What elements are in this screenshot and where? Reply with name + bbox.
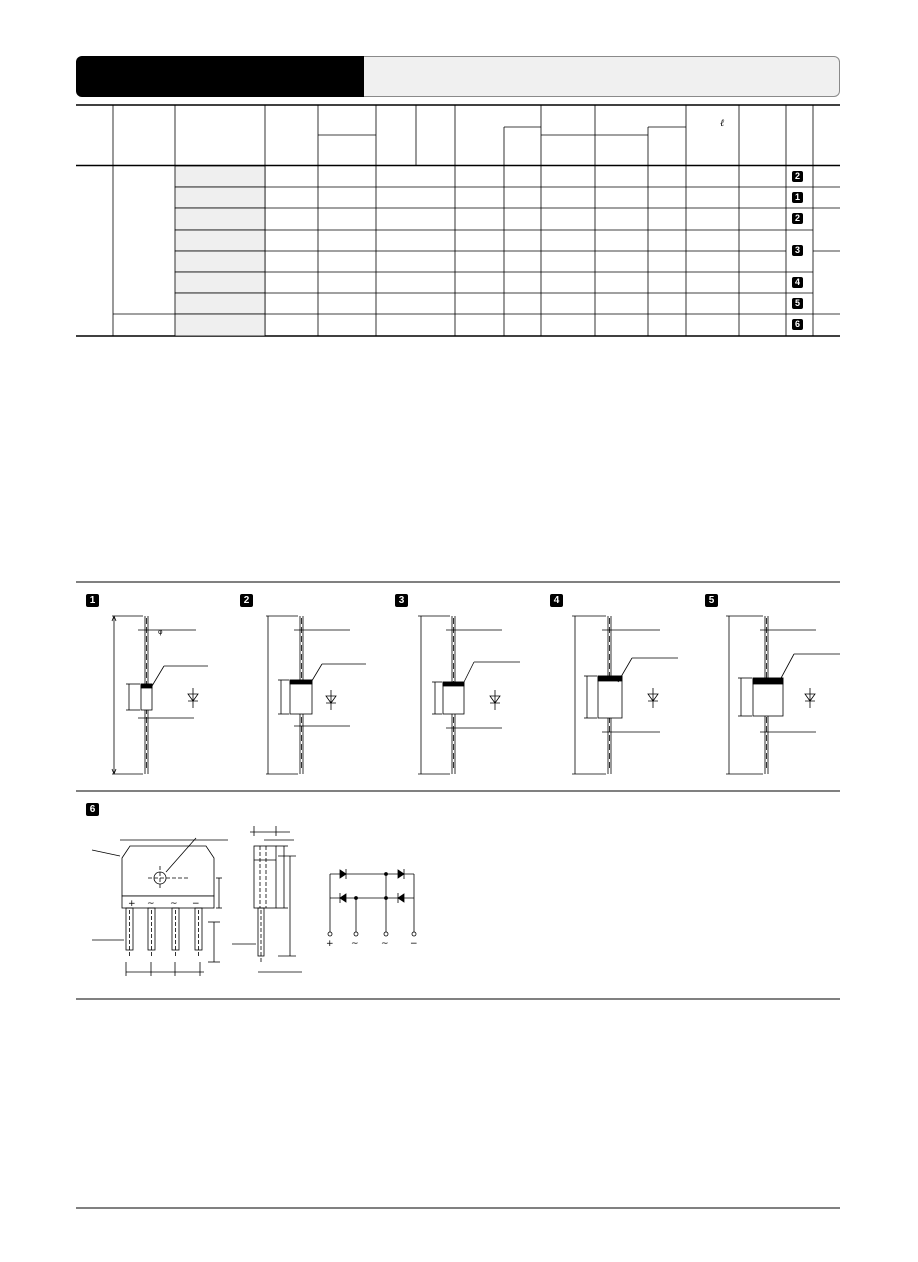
- row-badge: 2: [792, 213, 803, 224]
- diode-outline-4: [572, 615, 678, 775]
- diode-outline-5: [726, 615, 840, 775]
- diode-outline-2: [266, 615, 366, 775]
- pin-ac2: ~: [170, 899, 178, 909]
- figure-label: 4: [550, 594, 563, 607]
- pin-plus: +: [128, 899, 136, 909]
- figure-label: 2: [240, 594, 253, 607]
- figure-label: 1: [86, 594, 99, 607]
- pin-ac1: ~: [147, 899, 155, 909]
- row-badge: 4: [792, 277, 803, 288]
- row-badge: 3: [792, 245, 803, 256]
- row-badge: 1: [792, 192, 803, 203]
- figure-label: 6: [86, 803, 99, 816]
- ell-symbol: ℓ: [720, 118, 725, 129]
- terminal-ac2: ~: [381, 939, 389, 948]
- diode-outline-1: φ: [111, 615, 208, 775]
- spec-table: [76, 104, 840, 337]
- row-badge: 6: [792, 319, 803, 330]
- row-badge: 2: [792, 171, 803, 182]
- header-title-bar: [76, 56, 364, 97]
- phi-symbol: φ: [158, 628, 163, 636]
- bridge-side-view: [232, 826, 302, 973]
- row-badge: 5: [792, 298, 803, 309]
- terminal-ac1: ~: [351, 939, 359, 948]
- header-subtitle-bar: [364, 56, 840, 97]
- bridge-circuit-diagram: + ~ ~ −: [326, 869, 418, 948]
- terminal-plus: +: [326, 939, 334, 948]
- figure-label: 3: [395, 594, 408, 607]
- diode-outline-3: [418, 615, 520, 775]
- pin-minus: −: [192, 899, 200, 909]
- figure-label: 5: [705, 594, 718, 607]
- terminal-minus: −: [410, 939, 418, 948]
- bridge-front-view: + ~ ~ −: [91, 837, 228, 976]
